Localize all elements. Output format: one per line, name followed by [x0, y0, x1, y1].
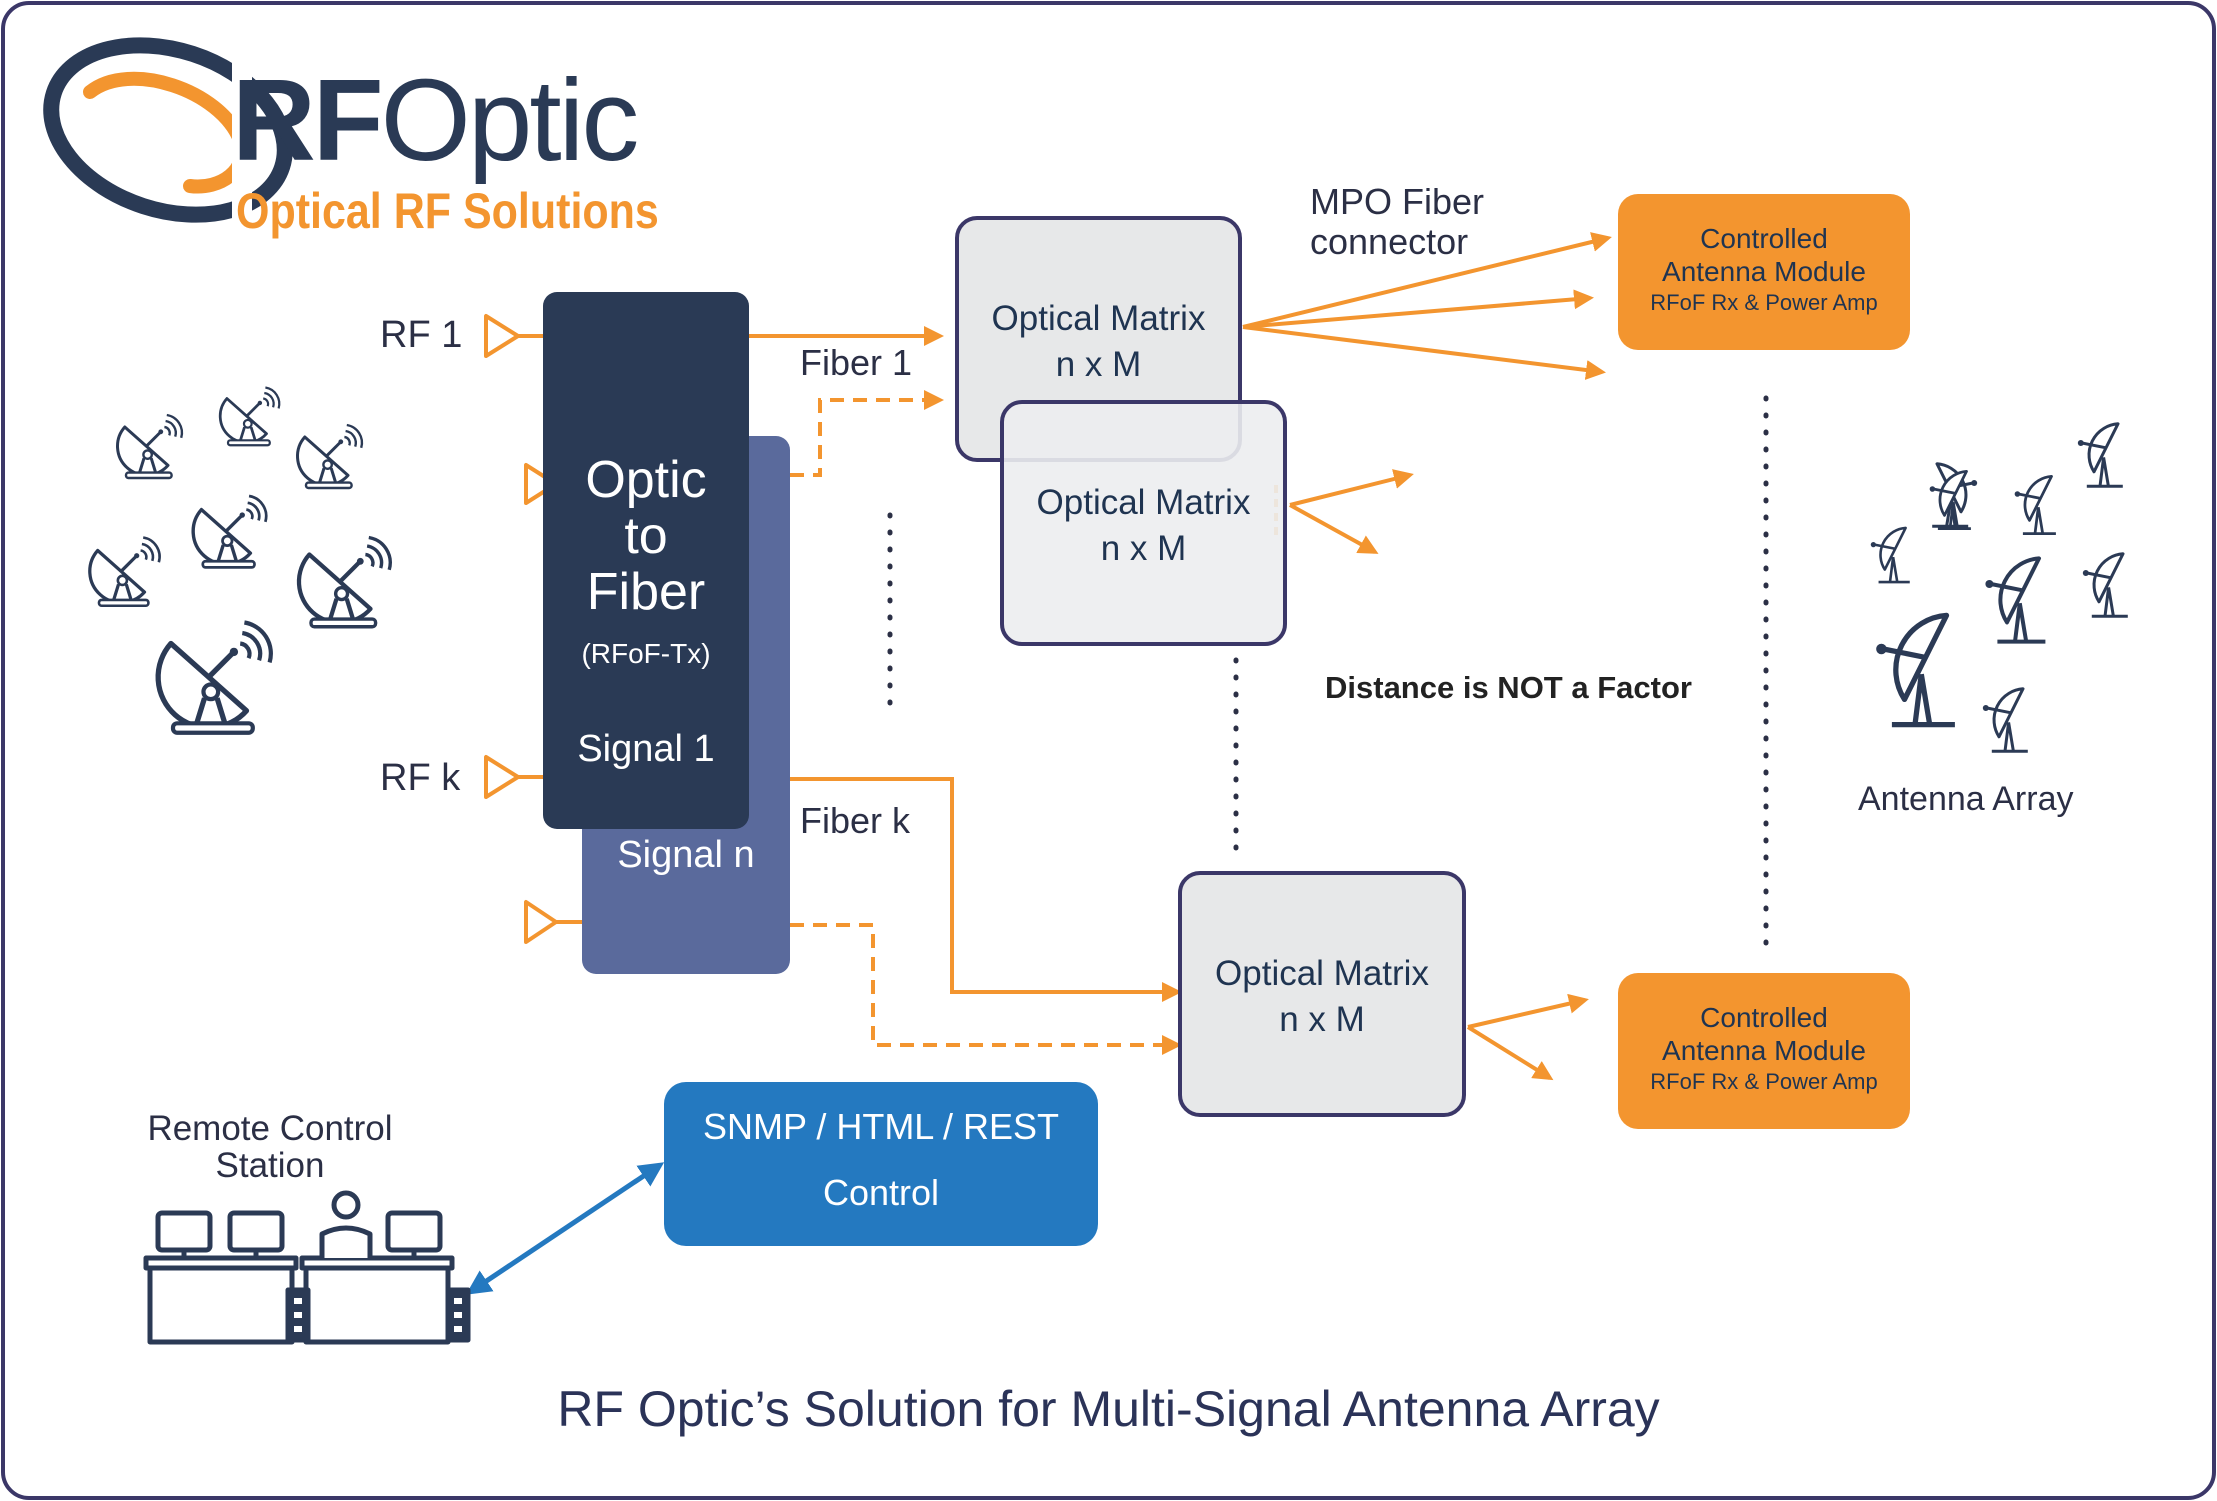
signal-1-label: Signal 1	[577, 728, 715, 770]
rf1-label: RF 1	[380, 314, 463, 356]
antenna-array-label: Antenna Array	[1858, 780, 2074, 818]
antenna-module-top: Controlled Antenna Module RFoF Rx & Powe…	[1618, 194, 1910, 350]
logo-swoosh-icon	[43, 36, 293, 226]
transmitter-line1: Optic	[585, 451, 707, 509]
double-arrow-icon	[465, 1162, 665, 1295]
fiberk-label: Fiber k	[800, 800, 911, 841]
control-line1: SNMP / HTML / REST	[702, 1106, 1060, 1147]
antmod-top-line2: Antenna Module	[1662, 256, 1866, 287]
logo-rf: RF	[232, 55, 384, 185]
optical-matrix-bottom: Optical Matrix n x M	[1178, 871, 1466, 1117]
antmod-bottom-line3: RFoF Rx & Power Amp	[1650, 1069, 1878, 1094]
fiber1-label: Fiber 1	[800, 342, 913, 383]
logo-wordmark: RFOptic	[232, 62, 639, 178]
antmod-top-line1: Controlled	[1700, 223, 1828, 254]
matrix-bottom-line2: n x M	[1279, 1000, 1365, 1039]
mpo-line2: connector	[1310, 221, 1469, 262]
remote-station-line1: Remote Control	[147, 1109, 393, 1148]
transmitter-line3: Fiber	[586, 563, 706, 621]
signal-n-label: Signal n	[617, 834, 755, 876]
satellite-dish-icon	[1869, 422, 2130, 753]
operator-desk-icon	[143, 1190, 471, 1345]
antmod-bottom-line1: Controlled	[1700, 1002, 1828, 1033]
transmitter-sub: (RFoF-Tx)	[581, 638, 711, 669]
mpo-line1: MPO Fiber	[1310, 181, 1485, 222]
control-line2: Control	[822, 1172, 940, 1213]
logo-tagline: Optical RF Solutions	[236, 183, 659, 239]
diagram-caption: RF Optic’s Solution for Multi-Signal Ant…	[557, 1381, 1660, 1437]
antmod-bottom-line2: Antenna Module	[1662, 1035, 1866, 1066]
antmod-top-line3: RFoF Rx & Power Amp	[1650, 290, 1878, 315]
distance-note: Distance is NOT a Factor	[1325, 670, 1692, 705]
transmitter-line2: to	[624, 507, 668, 565]
transmitter-front: Optic to Fiber (RFoF-Tx) Signal 1	[543, 292, 749, 829]
logo-optic: Optic	[380, 55, 640, 185]
mpo-label: MPO Fiber connector	[1310, 182, 1484, 262]
matrix-top-line2: n x M	[1055, 345, 1142, 384]
rfk-label: RF k	[380, 757, 461, 799]
matrix-top-line1: Optical Matrix	[991, 299, 1206, 338]
matrix-mid-line2: n x M	[1100, 529, 1187, 568]
remote-station-line2: Station	[215, 1146, 325, 1185]
amplifier-triangle-icon	[484, 314, 558, 944]
antenna-module-bottom: Controlled Antenna Module RFoF Rx & Powe…	[1618, 973, 1910, 1129]
matrix-mid-line1: Optical Matrix	[1036, 483, 1251, 522]
remote-station-label: Remote Control Station	[120, 1110, 420, 1184]
matrix-bottom-line1: Optical Matrix	[1215, 954, 1429, 993]
satellite-dish-icon	[88, 386, 390, 733]
optical-matrix-mid: Optical Matrix n x M	[1000, 400, 1287, 646]
control-box: SNMP / HTML / REST Control	[664, 1082, 1098, 1246]
